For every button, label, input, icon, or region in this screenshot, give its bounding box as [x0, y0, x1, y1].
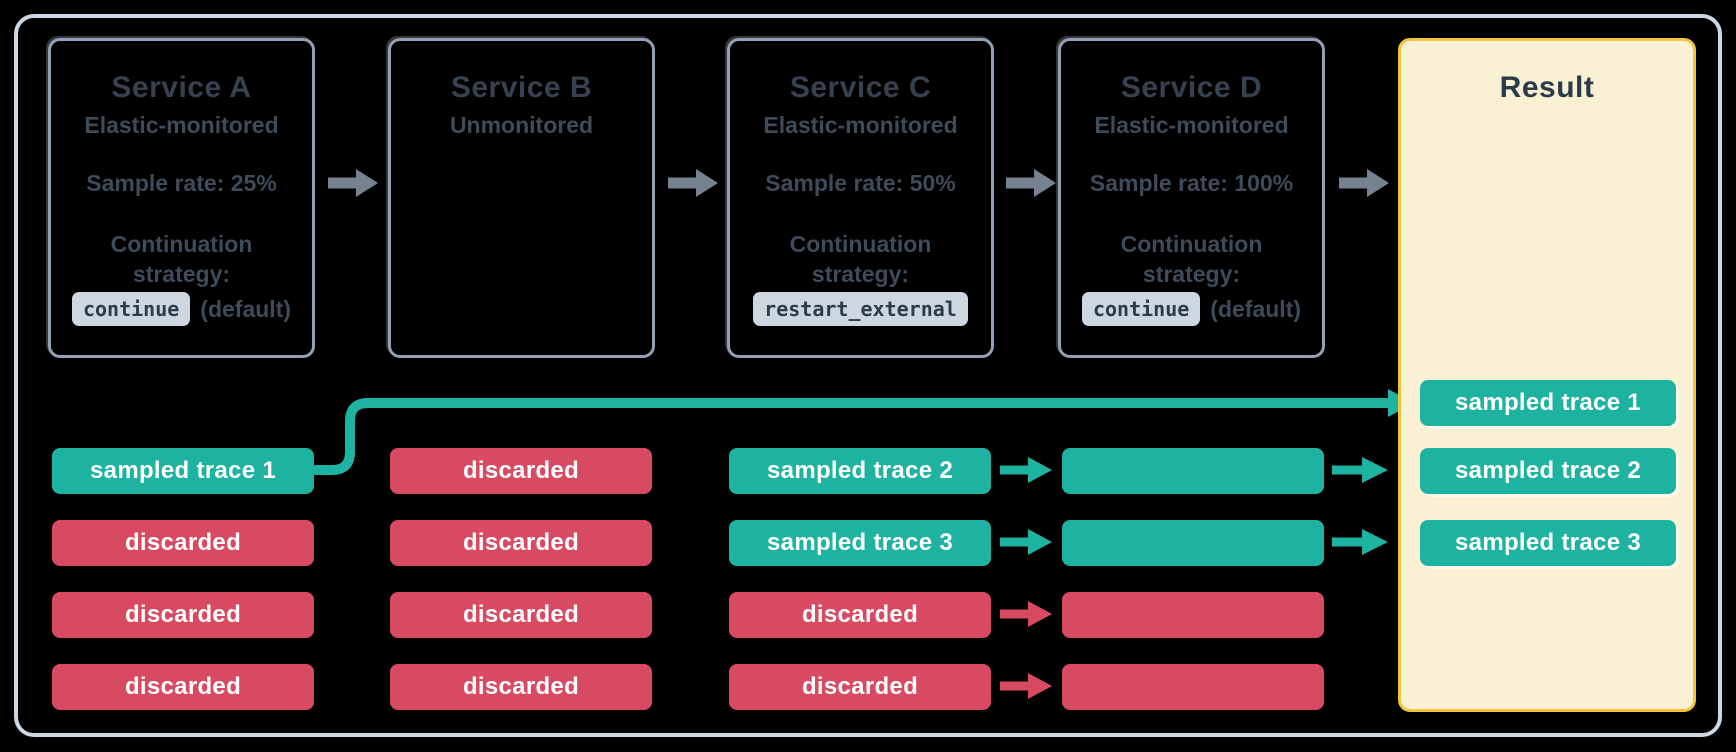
sample-rate-label: Sample rate: 100% — [1089, 170, 1294, 196]
strategy-code-badge: continue — [1081, 292, 1201, 326]
monitoring-label: Elastic-monitored — [84, 112, 279, 138]
continuation-strategy-label: Continuation strategy: — [790, 229, 932, 289]
continuation-line2: strategy: — [811, 261, 910, 287]
trace-pill-a1-sampled: sampled trace 1 — [52, 448, 314, 494]
trace-pill-c3-discarded: discarded — [729, 592, 991, 638]
result-pill-sampled-trace-2: sampled trace 2 — [1420, 448, 1676, 494]
result-pill-sampled-trace-3: sampled trace 3 — [1420, 520, 1676, 566]
strategy-code-badge: restart_external — [753, 292, 968, 326]
monitoring-label: Elastic-monitored — [763, 112, 958, 138]
strategy-row: continue (default) — [1081, 292, 1302, 326]
continuation-line2: strategy: — [1142, 261, 1241, 287]
trace-pill-c1-sampled: sampled trace 2 — [729, 448, 991, 494]
service-title: Service D — [1120, 71, 1263, 104]
service-box-a: Service A Elastic-monitored Sample rate:… — [48, 38, 315, 358]
trace-pill-a2-discarded: discarded — [52, 520, 314, 566]
trace-pill-d1-sampled — [1062, 448, 1324, 494]
continuation-line1: Continuation — [1120, 231, 1263, 257]
monitoring-label: Unmonitored — [449, 112, 594, 138]
trace-pill-a3-discarded: discarded — [52, 592, 314, 638]
strategy-default-note: (default) — [200, 295, 292, 322]
result-box: Result — [1398, 38, 1696, 712]
trace-pill-d2-sampled — [1062, 520, 1324, 566]
service-box-b: Service B Unmonitored — [388, 38, 655, 358]
trace-pill-b3-discarded: discarded — [390, 592, 652, 638]
continuation-strategy-label: Continuation strategy: — [1121, 229, 1263, 289]
result-pill-sampled-trace-1: sampled trace 1 — [1420, 380, 1676, 426]
trace-pill-c2-sampled: sampled trace 3 — [729, 520, 991, 566]
sample-rate-label: Sample rate: 25% — [86, 170, 277, 196]
result-title: Result — [1499, 71, 1595, 104]
service-box-c: Service C Elastic-monitored Sample rate:… — [727, 38, 994, 358]
outer-frame — [14, 14, 1722, 737]
service-box-d: Service D Elastic-monitored Sample rate:… — [1058, 38, 1325, 358]
sample-rate-label: Sample rate: 50% — [765, 170, 956, 196]
strategy-code-badge: continue — [71, 292, 191, 326]
continuation-strategy-label: Continuation strategy: — [111, 229, 253, 289]
strategy-row: restart_external — [753, 292, 968, 326]
continuation-line1: Continuation — [110, 231, 253, 257]
trace-pill-d3-discarded — [1062, 592, 1324, 638]
monitoring-label: Elastic-monitored — [1094, 112, 1289, 138]
trace-pill-b2-discarded: discarded — [390, 520, 652, 566]
continuation-line1: Continuation — [789, 231, 932, 257]
strategy-default-note: (default) — [1210, 295, 1302, 322]
service-title: Service A — [111, 71, 252, 104]
trace-pill-c4-discarded: discarded — [729, 664, 991, 710]
continuation-line2: strategy: — [132, 261, 231, 287]
trace-pill-b1-discarded: discarded — [390, 448, 652, 494]
service-title: Service B — [450, 71, 593, 104]
trace-pill-b4-discarded: discarded — [390, 664, 652, 710]
trace-pill-a4-discarded: discarded — [52, 664, 314, 710]
service-title: Service C — [789, 71, 932, 104]
strategy-row: continue (default) — [71, 292, 292, 326]
trace-pill-d4-discarded — [1062, 664, 1324, 710]
